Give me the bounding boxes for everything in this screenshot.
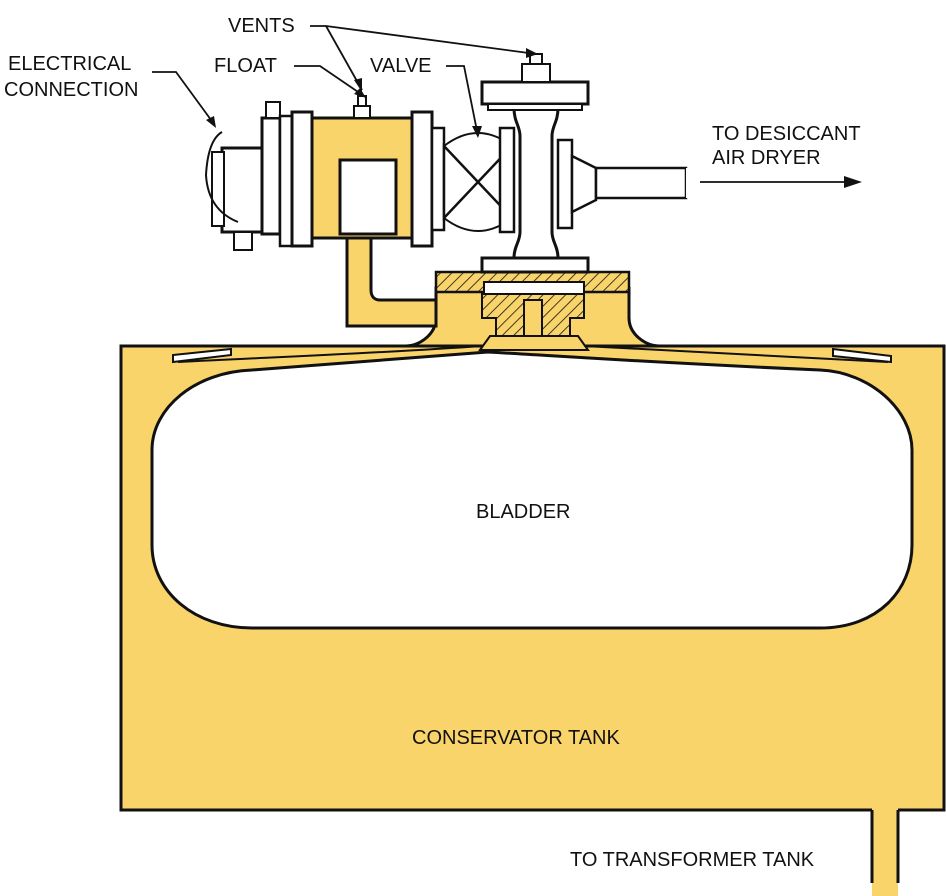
bladder <box>150 345 914 630</box>
valve-body <box>442 126 516 234</box>
leader-lines <box>152 25 862 188</box>
transformer-pipe <box>870 808 900 896</box>
float-label: FLOAT <box>214 55 277 77</box>
bladder-label: BLADDER <box>476 501 570 523</box>
desiccant-label-line-1: TO DESICCANT <box>712 123 861 145</box>
float-drain-pipe <box>345 234 438 328</box>
tank-dome <box>404 270 661 351</box>
tee-housing <box>480 53 688 274</box>
labels: ELECTRICAL CONNECTION FLOAT VENTS VALVE … <box>4 15 861 871</box>
float-housing <box>278 95 446 248</box>
electrical-label-line-1: ELECTRICAL <box>8 53 131 75</box>
vents-label: VENTS <box>228 15 295 37</box>
valve-label: VALVE <box>370 55 432 77</box>
transformer-tank-label: TO TRANSFORMER TANK <box>570 849 815 871</box>
electrical-box <box>204 101 282 251</box>
desiccant-label-line-2: AIR DRYER <box>712 147 821 169</box>
electrical-label-line-2: CONNECTION <box>4 79 138 101</box>
conservator-tank-label: CONSERVATOR TANK <box>412 727 620 749</box>
